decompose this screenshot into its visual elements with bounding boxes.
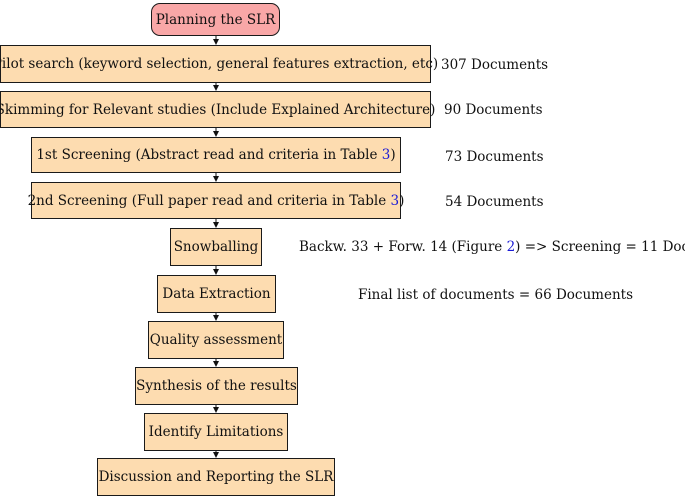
screening-1-node: 1st Screening (Abstract read and criteri…	[31, 137, 401, 173]
screening-1-label: 1st Screening (Abstract read and criteri…	[36, 147, 396, 163]
snowballing-note: Backw. 33 + Forw. 14 (Figure 2) => Scree…	[299, 239, 685, 255]
planning-node: Planning the SLR	[151, 3, 280, 36]
figure-2-reference[interactable]: 2	[506, 239, 516, 255]
screening-2-node: 2nd Screening (Full paper read and crite…	[28, 182, 404, 219]
skimming-count: 90 Documents	[444, 102, 543, 118]
reporting-label: Discussion and Reporting the SLR	[98, 469, 334, 485]
limitations-label: Identify Limitations	[148, 424, 284, 440]
screening-1-count: 73 Documents	[445, 149, 544, 165]
table-3-reference[interactable]: 3	[381, 147, 391, 163]
final-document-count: Final list of documents = 66 Documents	[358, 287, 634, 303]
quality-assessment-node: Quality assessment	[148, 321, 284, 359]
limitations-node: Identify Limitations	[144, 413, 288, 451]
reporting-node: Discussion and Reporting the SLR	[97, 458, 335, 496]
table-3-reference[interactable]: 3	[390, 192, 400, 209]
pilot-search-node: Pilot search (keyword selection, general…	[0, 45, 438, 83]
data-extraction-label: Data Extraction	[162, 286, 271, 302]
screening-2-count: 54 Documents	[445, 194, 544, 210]
skimming-label: Skimming for Relevant studies (Include E…	[0, 101, 436, 118]
quality-assessment-label: Quality assessment	[149, 332, 283, 348]
snowballing-label: Snowballing	[173, 239, 259, 255]
planning-label: Planning the SLR	[155, 11, 276, 28]
data-extraction-node: Data Extraction	[157, 275, 276, 313]
synthesis-label: Synthesis of the results	[136, 378, 297, 394]
snowballing-node: Snowballing	[170, 228, 262, 266]
screening-2-label: 2nd Screening (Full paper read and crite…	[27, 192, 405, 209]
skimming-node: Skimming for Relevant studies (Include E…	[0, 91, 435, 128]
synthesis-node: Synthesis of the results	[135, 367, 298, 405]
pilot-search-label: Pilot search (keyword selection, general…	[0, 56, 439, 72]
pilot-search-count: 307 Documents	[441, 57, 549, 73]
